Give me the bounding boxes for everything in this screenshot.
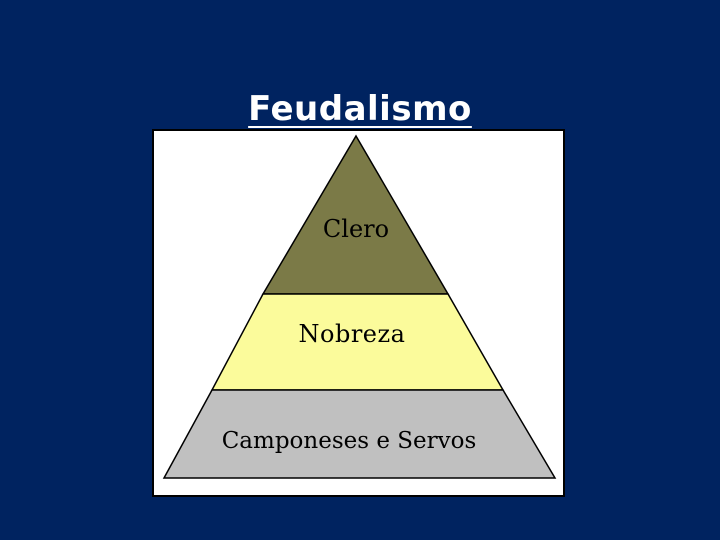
pyramid-label-clero: Clero: [323, 215, 389, 243]
pyramid-label-nobreza: Nobreza: [299, 320, 406, 348]
pyramid-tier-camponeses: [162, 389, 557, 479]
slide-title: Feudalismo: [248, 89, 472, 129]
pyramid-label-camponeses: Camponeses e Servos: [222, 428, 477, 454]
